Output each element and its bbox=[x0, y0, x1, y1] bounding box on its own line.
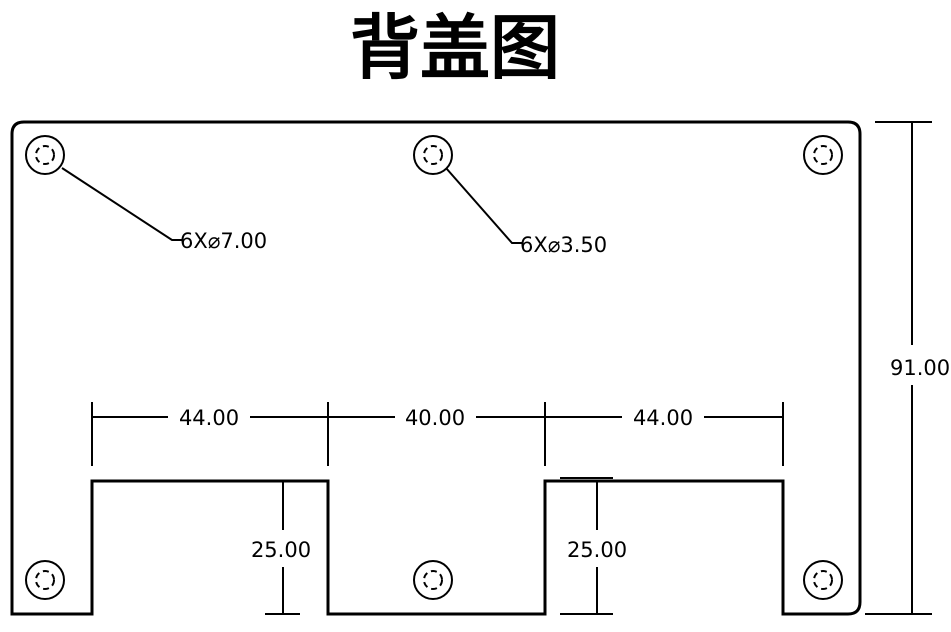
height-label: 91.00 bbox=[890, 356, 950, 380]
drawing-title: 背盖图 bbox=[350, 7, 560, 89]
height-dimension: 91.00 bbox=[865, 121, 950, 615]
hole-bottom-center bbox=[413, 560, 453, 600]
callout-small-holes: 6X⌀3.50 bbox=[520, 233, 607, 257]
depth-dimensions: 25.00 25.00 bbox=[251, 477, 627, 615]
leader-line-large bbox=[61, 167, 182, 241]
hole-bottom-right bbox=[803, 560, 843, 600]
slot-left-depth-label: 25.00 bbox=[251, 538, 311, 562]
hole-bottom-left bbox=[25, 560, 65, 600]
slot-left-width-label: 44.00 bbox=[179, 406, 239, 430]
hole-top-right bbox=[803, 135, 843, 175]
gap-width-label: 40.00 bbox=[405, 406, 465, 430]
slot-right-depth-label: 25.00 bbox=[567, 538, 627, 562]
hole-top-center bbox=[413, 135, 453, 175]
callout-large-holes: 6X⌀7.00 bbox=[180, 229, 267, 253]
hole-top-left bbox=[25, 135, 65, 175]
part-outline bbox=[10, 120, 862, 616]
leader-line-small bbox=[445, 167, 522, 244]
mounting-holes bbox=[25, 135, 843, 600]
slot-right-width-label: 44.00 bbox=[633, 406, 693, 430]
width-dimensions: 44.00 40.00 44.00 bbox=[91, 402, 784, 466]
